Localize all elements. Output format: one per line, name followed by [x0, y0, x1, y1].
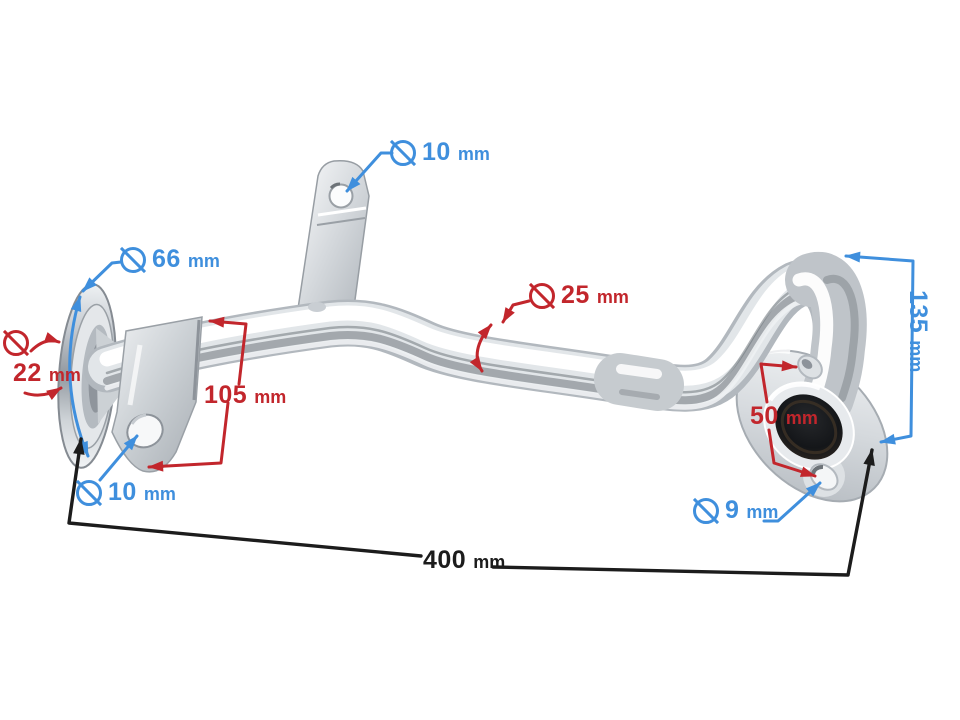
dim-label-clamp-bracket-hole: 10 mm: [76, 480, 176, 506]
dim-unit: mm: [746, 502, 779, 522]
dim-unit: mm: [906, 340, 926, 373]
dimension-bolt-spacing-line: [759, 362, 769, 404]
leader-pipe-outer: [501, 299, 531, 324]
diameter-icon: [3, 330, 29, 356]
leader-flange-outer: [81, 260, 123, 293]
clamp-bracket: [111, 316, 203, 473]
dim-value: 105: [204, 381, 248, 409]
dim-value: 50: [750, 402, 779, 430]
dim-label-overall-length: 400 mm: [423, 548, 505, 573]
dim-label-outlet-height: 135 mm: [904, 290, 932, 373]
dim-value: 22: [13, 359, 42, 387]
leader-clamp-hole: [98, 434, 139, 482]
dim-label-flange-bolt-hole: 9 mm: [693, 498, 778, 524]
leader-bolt-hole: [762, 481, 822, 523]
dim-value: 9: [725, 496, 740, 524]
dim-value: 66: [152, 245, 181, 273]
dim-unit: mm: [254, 387, 287, 407]
dimension-length-right: [491, 448, 875, 577]
dimension-bolt-spacing-bottom: [767, 428, 817, 478]
dim-value: 10: [108, 478, 137, 506]
arrow-inlet-inner-top: [29, 332, 61, 353]
arrow-inlet-inner-bottom: [23, 386, 63, 400]
dim-value: 135: [904, 290, 932, 334]
dim-label-inlet-pipe-inner: 22 mm: [3, 330, 81, 386]
diameter-icon: [76, 480, 102, 506]
diameter-icon: [693, 498, 719, 524]
dim-unit: mm: [473, 552, 506, 572]
dim-value: 10: [422, 138, 451, 166]
top-mounting-bracket: [295, 159, 370, 323]
diameter-icon: [120, 247, 146, 273]
dimension-bolt-spacing-top: [759, 360, 798, 372]
dim-unit: mm: [596, 287, 629, 307]
dim-unit: mm: [48, 365, 81, 385]
dim-value: 400: [423, 546, 467, 574]
dim-label-bracket-offset: 105 mm: [204, 383, 286, 408]
dim-label-inlet-flange-outer: 66 mm: [120, 247, 220, 273]
arc-pipe-outer: [469, 323, 493, 373]
leader-top-bracket-hole: [345, 151, 394, 193]
dim-unit: mm: [143, 484, 176, 504]
dimension-outlet-height: [844, 251, 915, 445]
dim-unit: mm: [785, 408, 818, 428]
dim-unit: mm: [457, 144, 490, 164]
dim-label-flange-bolt-spacing: 50 mm: [750, 404, 818, 429]
dimension-bracket-offset-top: [208, 316, 248, 386]
dimension-lines-red: [23, 299, 817, 478]
dim-label-pipe-outer: 25 mm: [529, 283, 629, 309]
weld-nub: [308, 302, 326, 312]
dimension-length-left: [67, 437, 423, 558]
diameter-icon: [390, 140, 416, 166]
dimension-lines-black: [67, 437, 875, 577]
dim-unit: mm: [187, 251, 220, 271]
dim-label-top-bracket-hole: 10 mm: [390, 140, 490, 166]
dimension-bracket-offset-bottom: [147, 401, 230, 472]
exhaust-pipe-tube: [107, 272, 855, 417]
dim-value: 25: [561, 281, 590, 309]
diameter-icon: [529, 283, 555, 309]
outlet-port: [763, 354, 855, 491]
